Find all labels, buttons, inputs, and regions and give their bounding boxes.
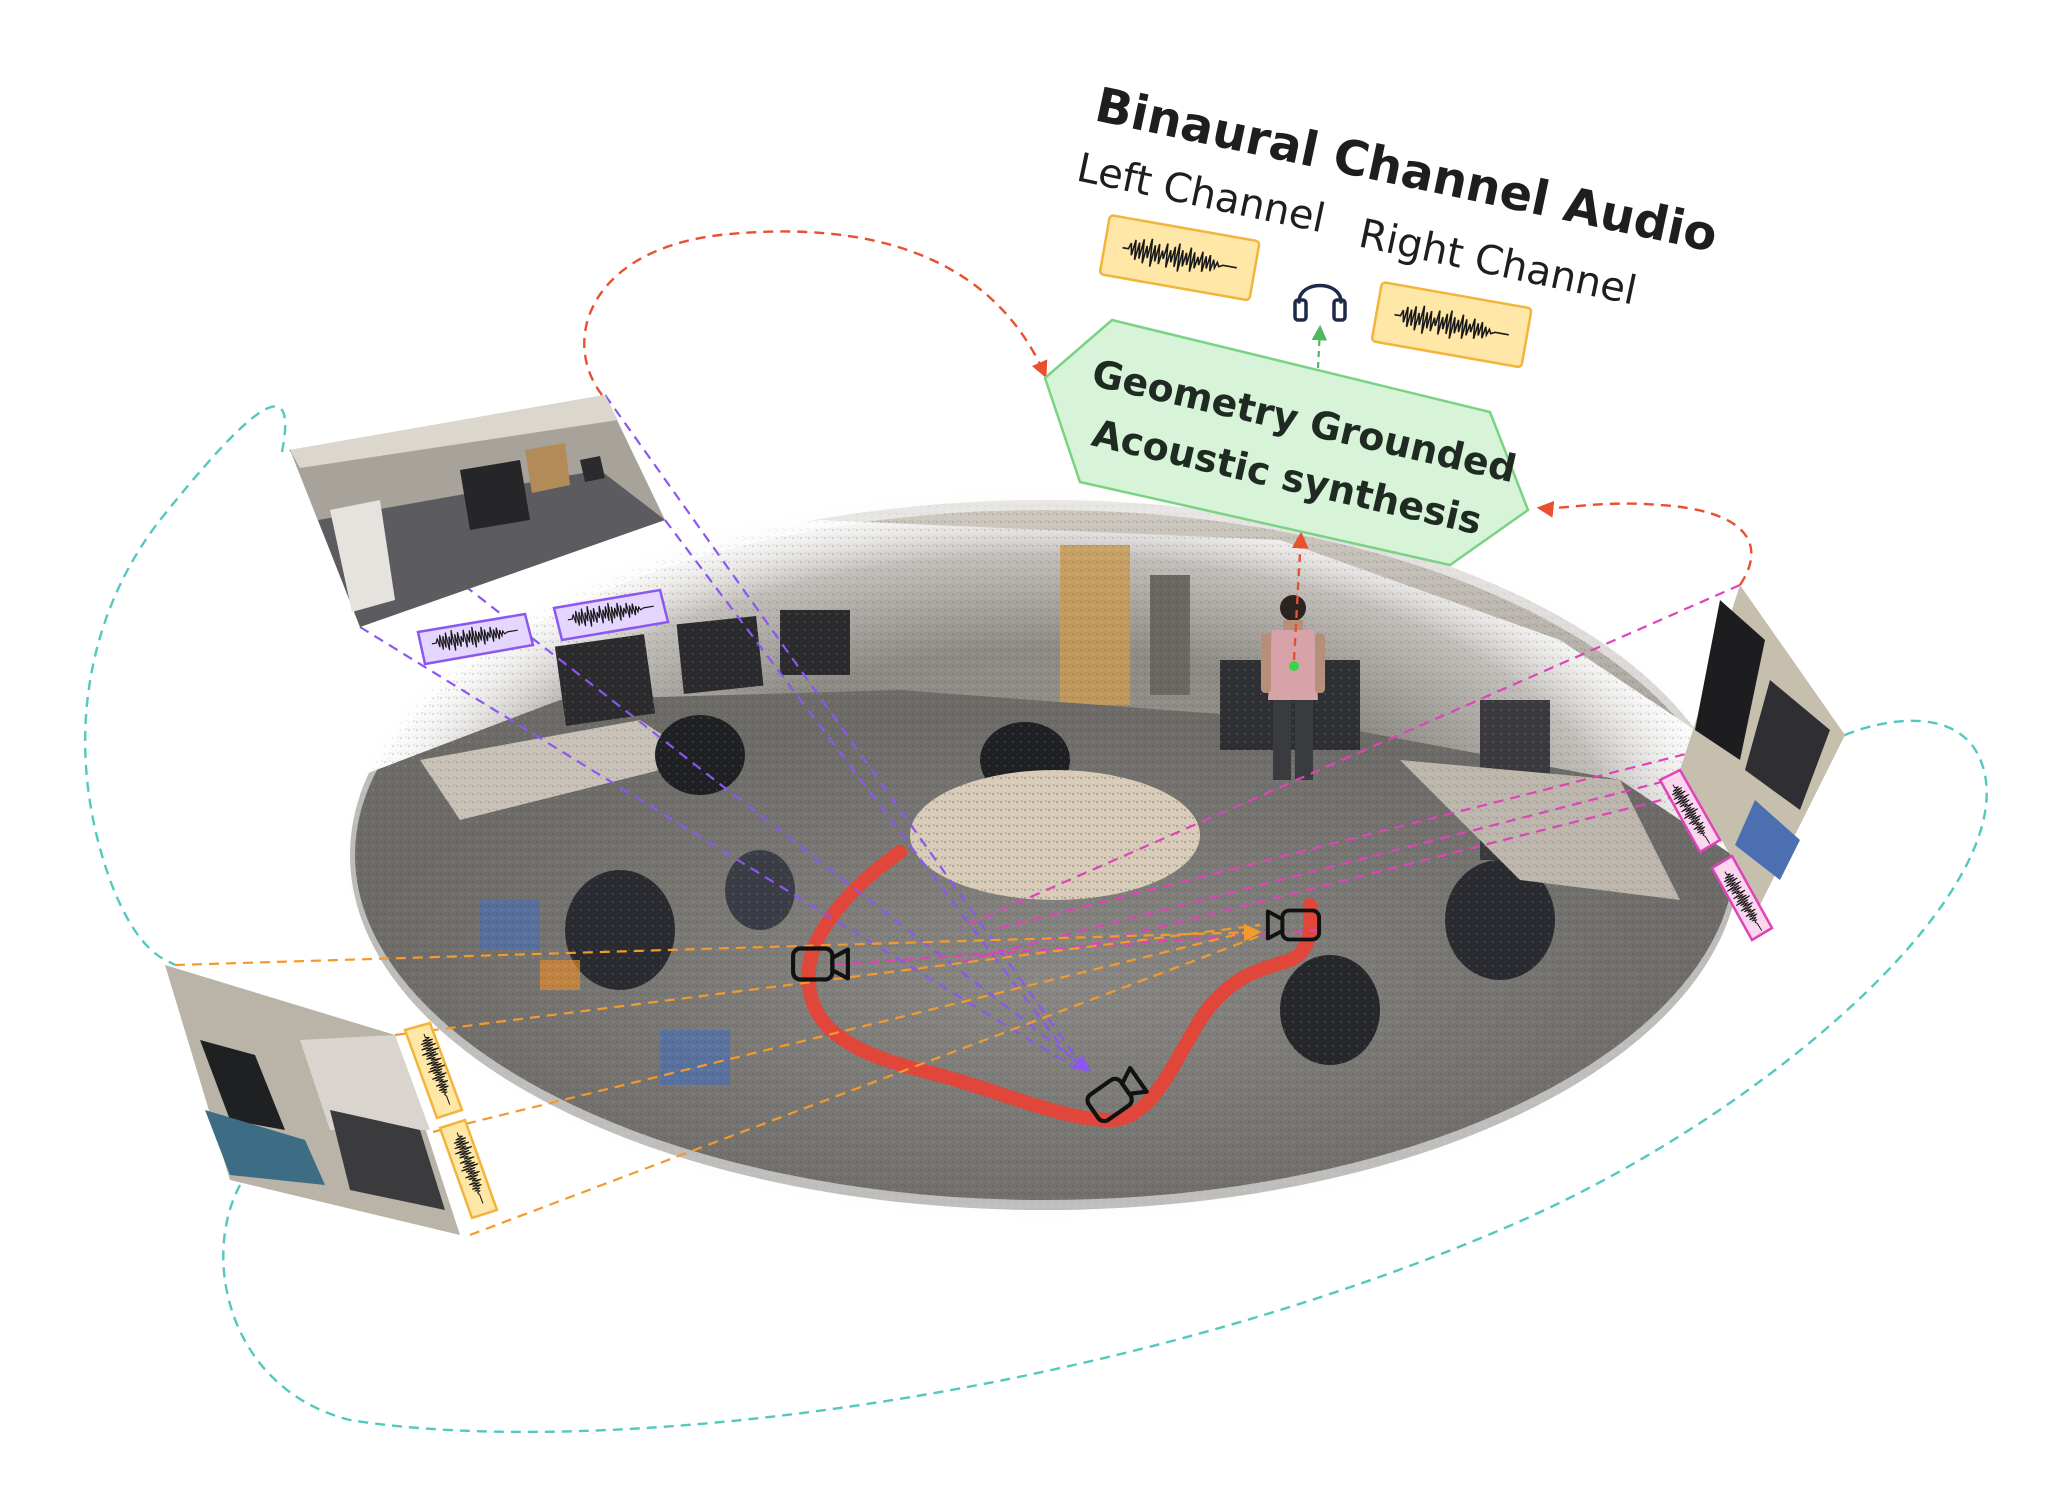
- audio-clip-purple: [416, 612, 535, 666]
- headphones-icon: [1293, 283, 1347, 322]
- arrow-synthesis-to-headphones: [1311, 324, 1328, 369]
- audio-clip-pink: [1658, 768, 1722, 854]
- arrow-listener-to-synthesis: [1291, 531, 1309, 661]
- camera-frame-right: [1680, 585, 1845, 905]
- audio-clip-orange: [403, 1021, 464, 1120]
- arrow-to-synthesis-right: [1536, 500, 1753, 586]
- left-channel-audio-clip: [1098, 214, 1261, 302]
- orange-projection-lines: [174, 923, 1263, 1237]
- camera-frame-bottom-left: [165, 965, 460, 1235]
- teal-loop: [83, 405, 1988, 1434]
- audio-clip-purple: [552, 588, 670, 642]
- purple-projection-lines: [289, 394, 1091, 1073]
- right-channel-audio-clip: [1370, 281, 1533, 369]
- camera-trajectory: [801, 845, 1318, 1128]
- audio-clip-pink: [1710, 854, 1774, 942]
- audio-clip-orange: [438, 1118, 499, 1220]
- arrow-to-synthesis-left: [583, 230, 1048, 396]
- room-point-cloud: [295, 450, 1795, 1260]
- camera-frame-top-left: [290, 395, 665, 627]
- listener-person: [1261, 595, 1325, 780]
